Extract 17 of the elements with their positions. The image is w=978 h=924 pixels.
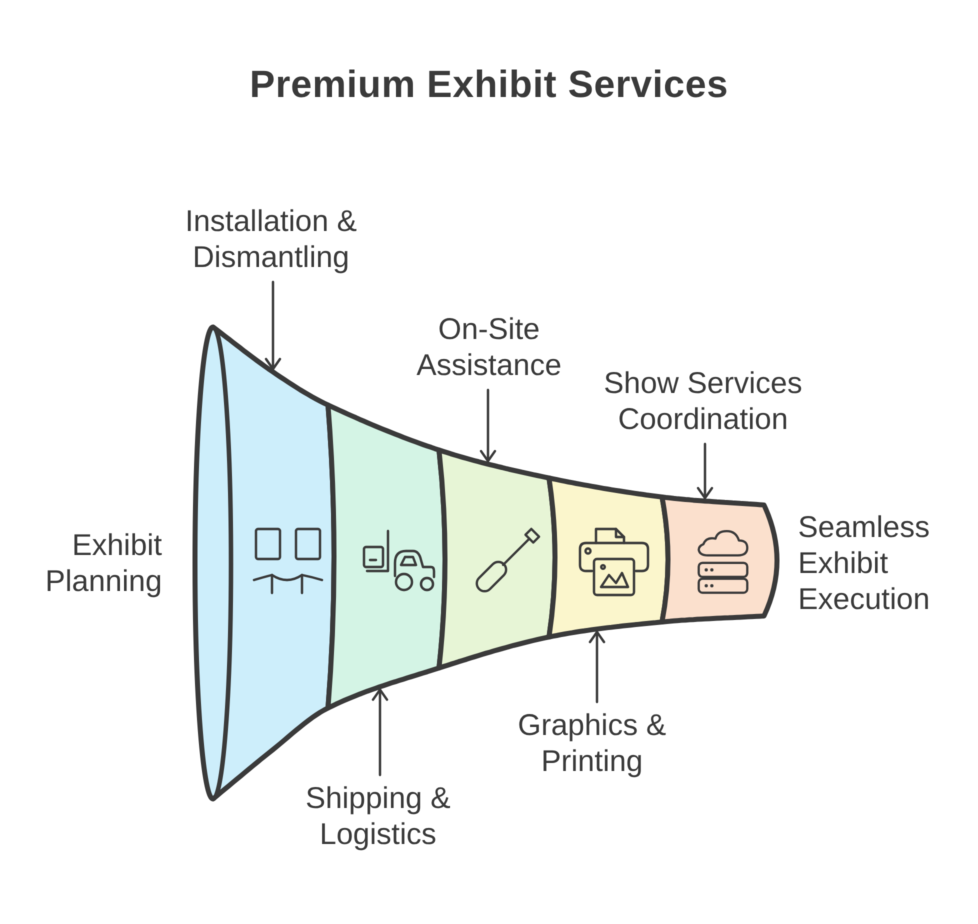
arrow — [696, 442, 714, 500]
stage-label: Shipping & Logistics — [304, 781, 452, 853]
arrow — [588, 630, 606, 704]
stage-label: On-Site Assistance — [415, 312, 563, 384]
arrow — [372, 688, 388, 776]
funnel-segment — [549, 475, 668, 640]
arrow — [264, 280, 282, 370]
diagram-title: Premium Exhibit Services — [250, 63, 728, 108]
funnel-segment — [662, 494, 780, 625]
funnel-segment — [328, 402, 445, 711]
arrow — [480, 388, 496, 462]
stage-label: Graphics & Printing — [516, 708, 668, 780]
funnel-segment — [439, 447, 555, 671]
endpoint-label: Exhibit Planning — [44, 528, 162, 600]
stage-label: Show Services Coordination — [602, 366, 804, 438]
endpoint-label: Seamless Exhibit Execution — [798, 510, 931, 618]
stage-label: Installation & Dismantling — [184, 204, 358, 276]
